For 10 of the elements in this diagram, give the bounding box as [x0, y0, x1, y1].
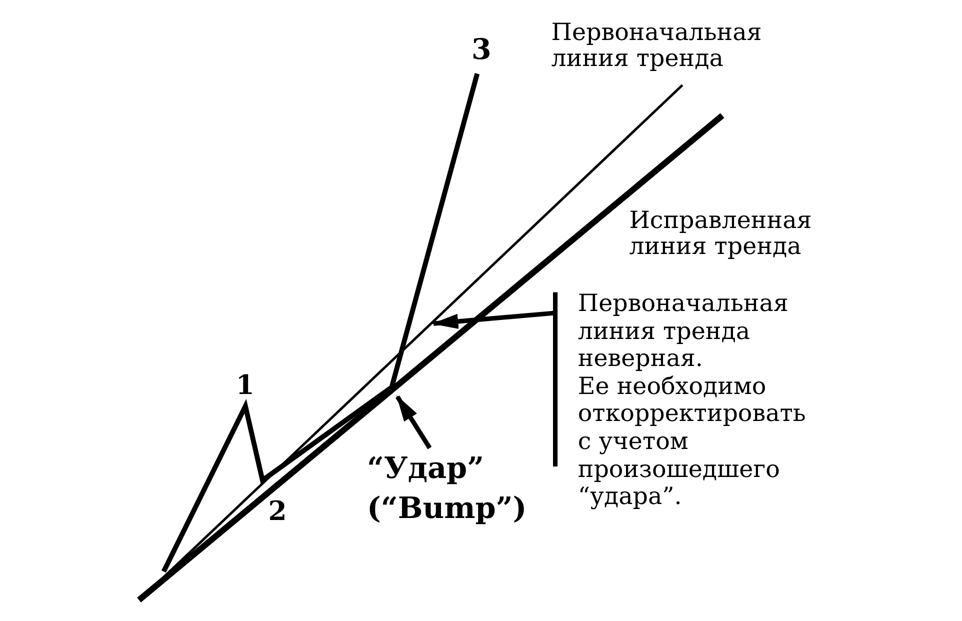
arrow [432, 310, 554, 329]
line-label: Первоначальная линия тренда [551, 18, 763, 72]
arrow [395, 395, 432, 450]
line-label: Исправленная линия тренда [629, 206, 813, 260]
annotation-text: Ее необходимо откорректировать с учетом произошедшего “удара”. [578, 372, 807, 511]
callout-number: 3 [472, 32, 492, 66]
callout-number: 2 [268, 496, 287, 528]
callout-label: “Удар” (“Bump”) [367, 448, 546, 528]
annotation-text: Первоначальная линия тренда неверная. [578, 290, 790, 373]
callout-number: 1 [236, 370, 254, 402]
